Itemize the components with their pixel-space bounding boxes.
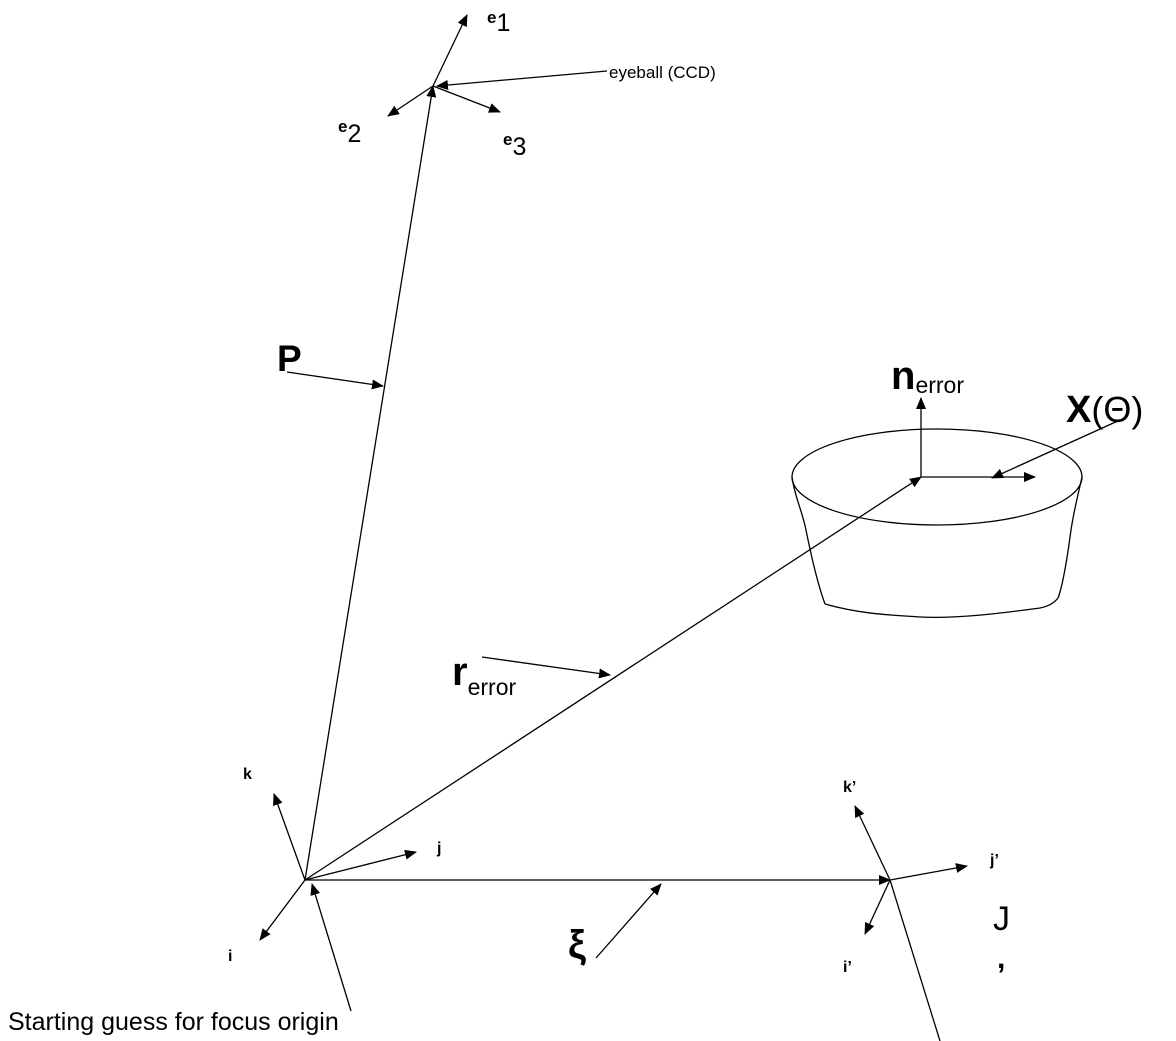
i-prime-axis-arrow [864,879,891,935]
k-prime-label: k’ [843,779,856,796]
k-prime-axis-arrow [854,805,891,881]
eyeball-pointer [436,70,608,91]
e2-label: e2 [338,117,361,148]
starting-guess-pointer [310,883,352,1012]
n-error-label: nerror [891,354,964,398]
e3-axis-arrow [432,85,501,113]
j-label: j [436,840,441,857]
p-label: P [277,338,302,379]
e1-axis-arrow [432,14,468,87]
k-axis-arrow [273,793,306,881]
e2-axis-arrow [387,85,434,117]
p-pointer [286,371,384,390]
j-big-label: J [993,900,1010,938]
eyeball-label: eyeball (CCD) [609,63,716,82]
j-comma-label: , [997,942,1005,975]
x-theta-pointer [991,419,1121,479]
r-error-label: rerror [452,650,516,700]
e1-label: e1 [487,8,510,37]
i-axis-arrow [259,879,306,941]
k-prime-axis-line [889,879,941,1041]
k-label: k [243,766,252,783]
r-error-vector [304,476,922,881]
p-vector [304,85,437,881]
j-prime-label: j’ [989,852,999,869]
j-prime-axis-arrow [889,863,968,881]
starting-guess-label: Starting guess for focus origin [8,1008,339,1036]
r-error-pointer [481,656,611,679]
i-label: i [228,948,232,965]
x-theta-label: X(Θ) [1066,389,1143,431]
i-prime-label: i’ [843,959,852,976]
xi-pointer [595,883,662,959]
e3-label: e3 [503,130,526,161]
target-cup-shape [791,428,1083,618]
j-axis-arrow [304,849,417,881]
xi-label: ξ [568,923,586,967]
